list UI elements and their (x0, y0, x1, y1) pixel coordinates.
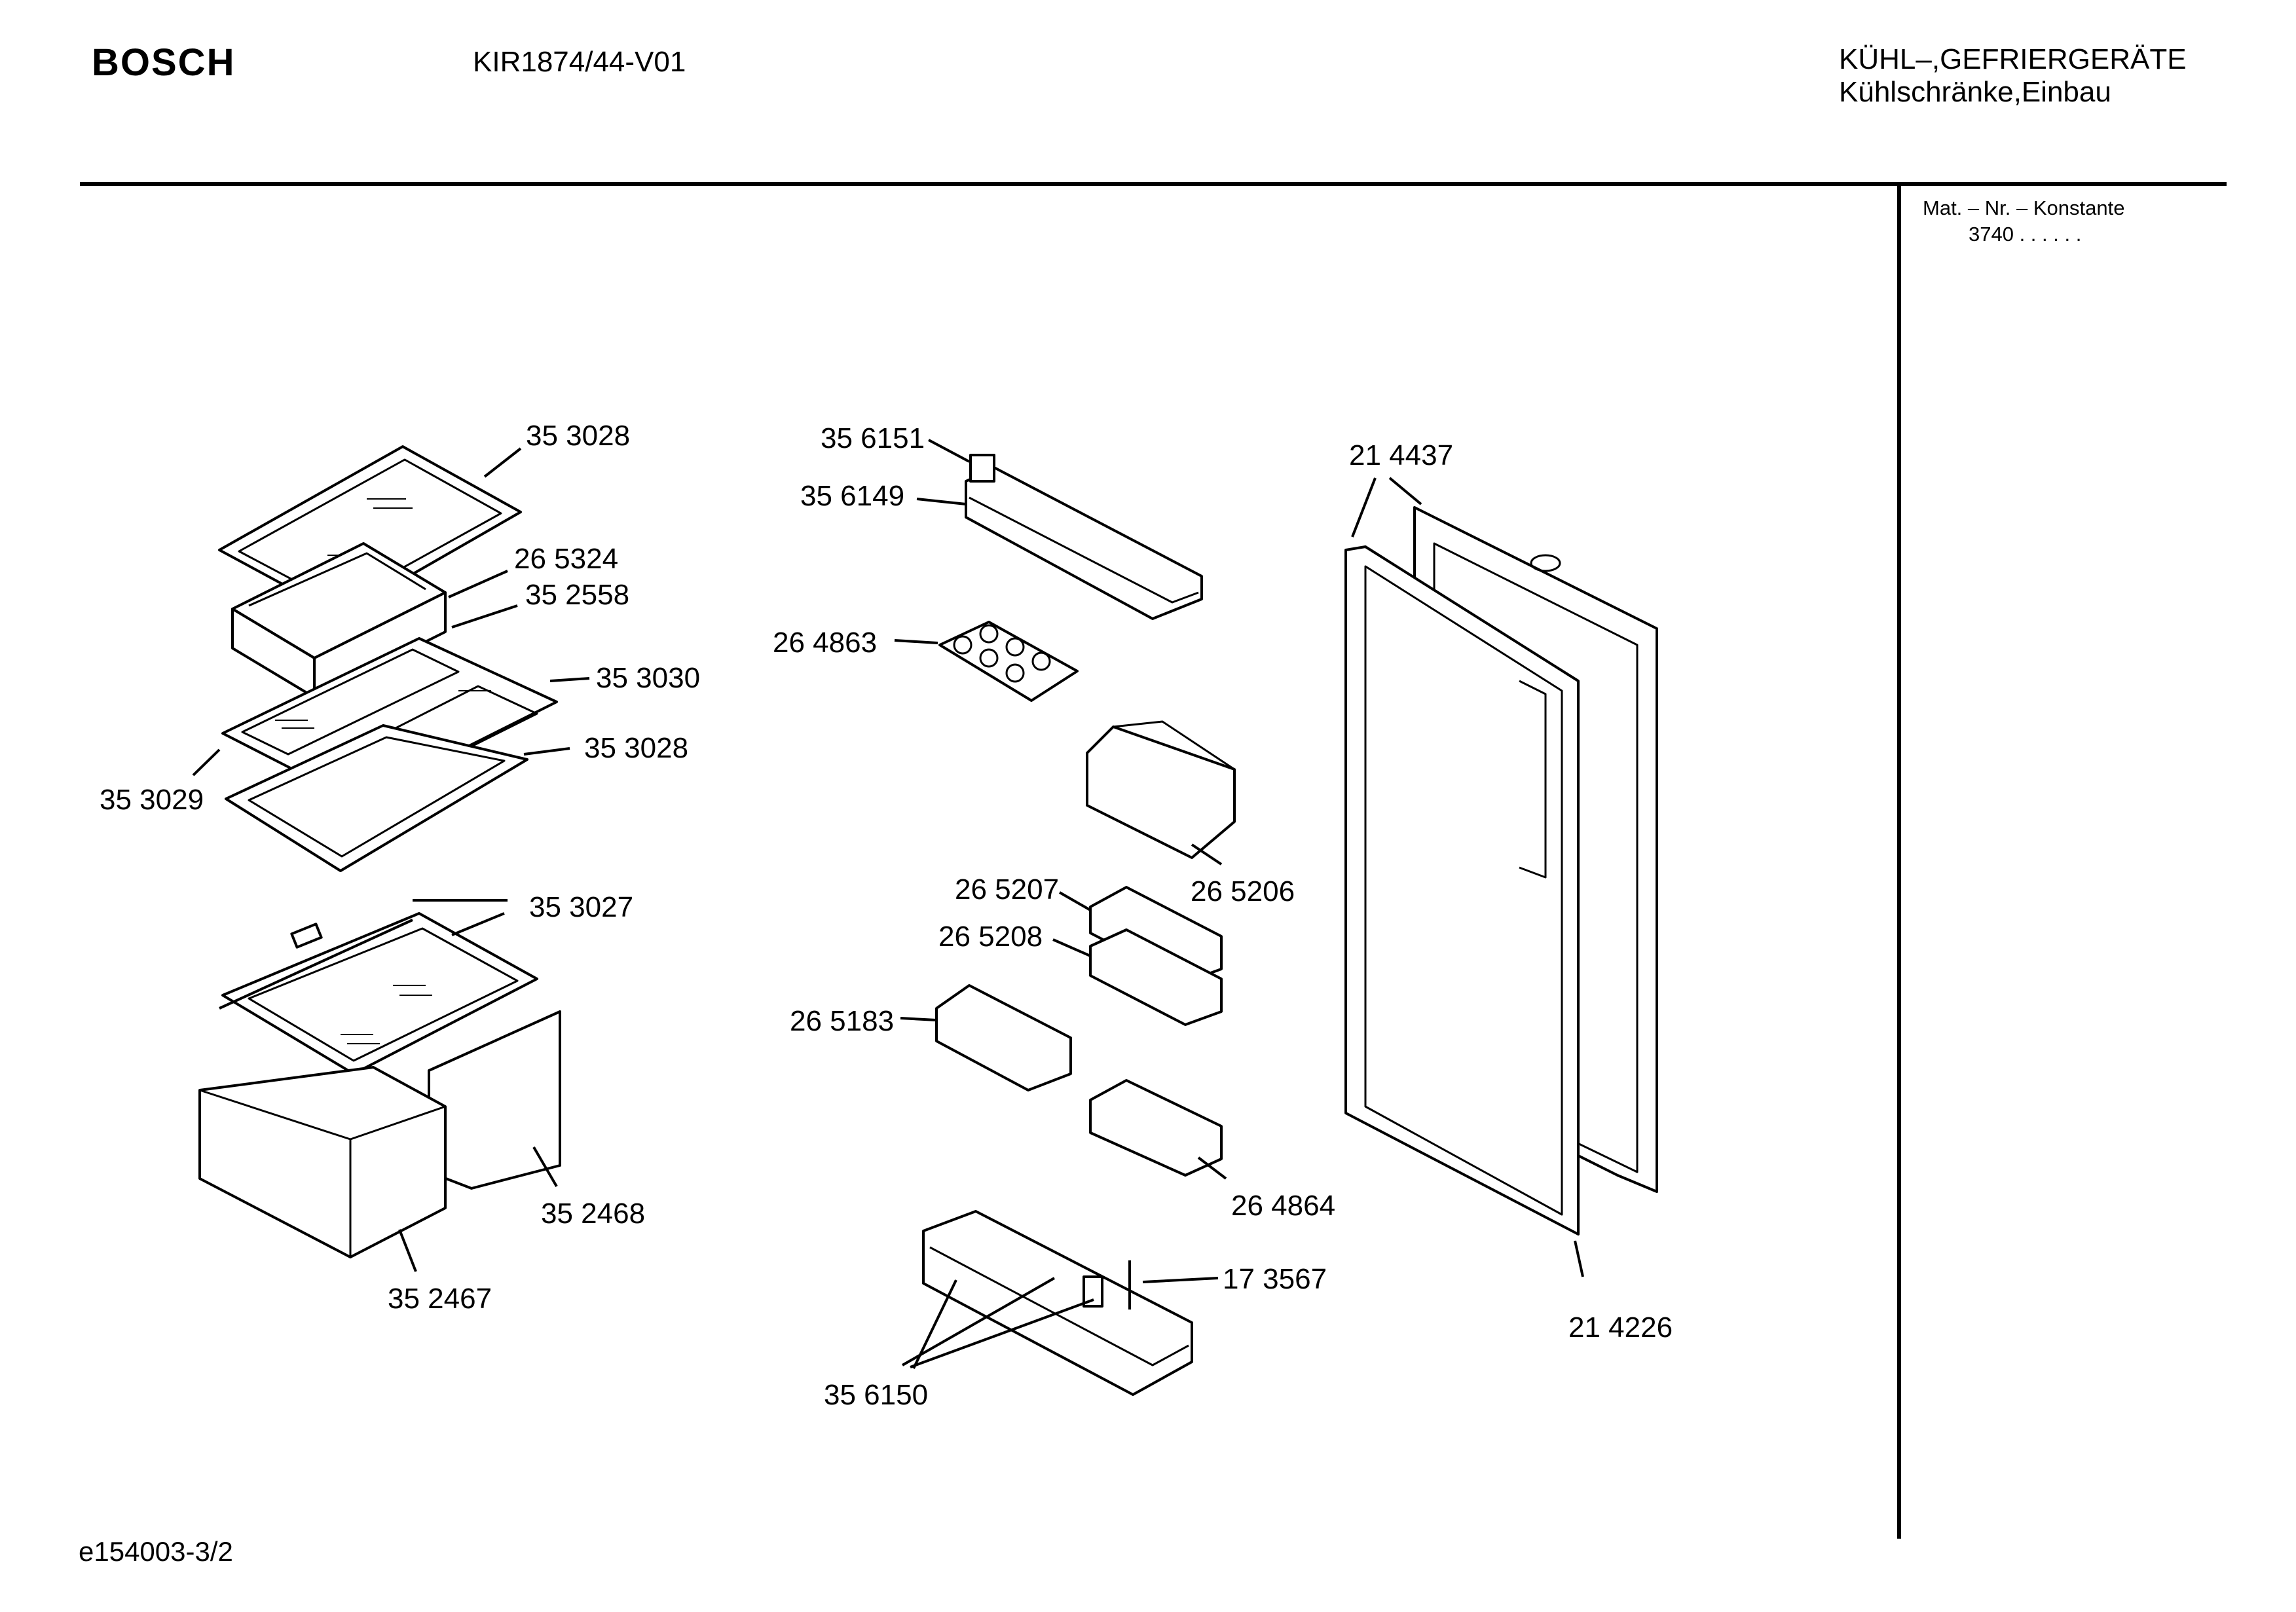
label-353027: 35 3027 (529, 891, 633, 923)
door-shelf-top (965, 467, 1203, 620)
label-265206: 26 5206 (1191, 875, 1295, 907)
category-subtitle: Kühlschränke,Einbau (1839, 76, 2111, 108)
label-353028-lower: 35 3028 (584, 732, 688, 764)
part-labels: 35 3028 26 5324 35 2558 35 3030 35 3028 … (100, 420, 1673, 1411)
label-265324: 26 5324 (514, 543, 618, 575)
label-356149: 35 6149 (800, 480, 904, 512)
material-number-label: Mat. – Nr. – Konstante (1923, 196, 2125, 219)
shelf-group (198, 445, 561, 1258)
door-bin-large (1086, 725, 1236, 859)
label-353029: 35 3029 (100, 784, 204, 816)
door-bin-lower (1089, 928, 1223, 1026)
label-265208: 26 5208 (938, 921, 1043, 953)
material-number-value: 3740 . . . . . . (1969, 223, 2082, 246)
crisper-drawer-left (198, 1066, 447, 1258)
label-265183: 26 5183 (790, 1005, 894, 1037)
door-bin-small-right (1089, 1079, 1223, 1177)
label-264863: 26 4863 (773, 627, 877, 659)
label-356151: 35 6151 (821, 422, 925, 454)
label-214437: 21 4437 (1349, 439, 1453, 471)
brand-logo: BOSCH (92, 41, 236, 84)
drawing-code: e154003-3/2 (79, 1536, 233, 1567)
label-173567: 17 3567 (1223, 1263, 1327, 1295)
label-352467: 35 2467 (388, 1283, 492, 1315)
label-353028-top: 35 3028 (526, 420, 630, 452)
door-bin-small-left (935, 984, 1072, 1091)
label-214226: 21 4226 (1568, 1311, 1673, 1344)
label-264864: 26 4864 (1231, 1190, 1335, 1222)
model-number: KIR1874/44-V01 (473, 46, 686, 78)
door-gasket (1344, 545, 1580, 1236)
crisper-cover (221, 912, 538, 1075)
leader-lines (192, 439, 1584, 1369)
door-shelf-group (922, 454, 1236, 1396)
door-bin-upper (1089, 886, 1223, 983)
label-353030: 35 3030 (596, 662, 700, 694)
label-265207: 26 5207 (955, 873, 1059, 906)
label-352558: 35 2558 (525, 579, 629, 611)
door-group (1344, 506, 1658, 1236)
egg-tray (938, 621, 1079, 702)
label-352468: 35 2468 (541, 1198, 645, 1230)
label-356150: 35 6150 (824, 1379, 928, 1411)
category-title: KÜHL–,GEFRIERGERÄTE (1839, 43, 2187, 75)
glass-shelf-lower (225, 724, 528, 872)
door-shelf-bottom (922, 1210, 1193, 1396)
crisper-drawer-right (428, 1010, 561, 1190)
